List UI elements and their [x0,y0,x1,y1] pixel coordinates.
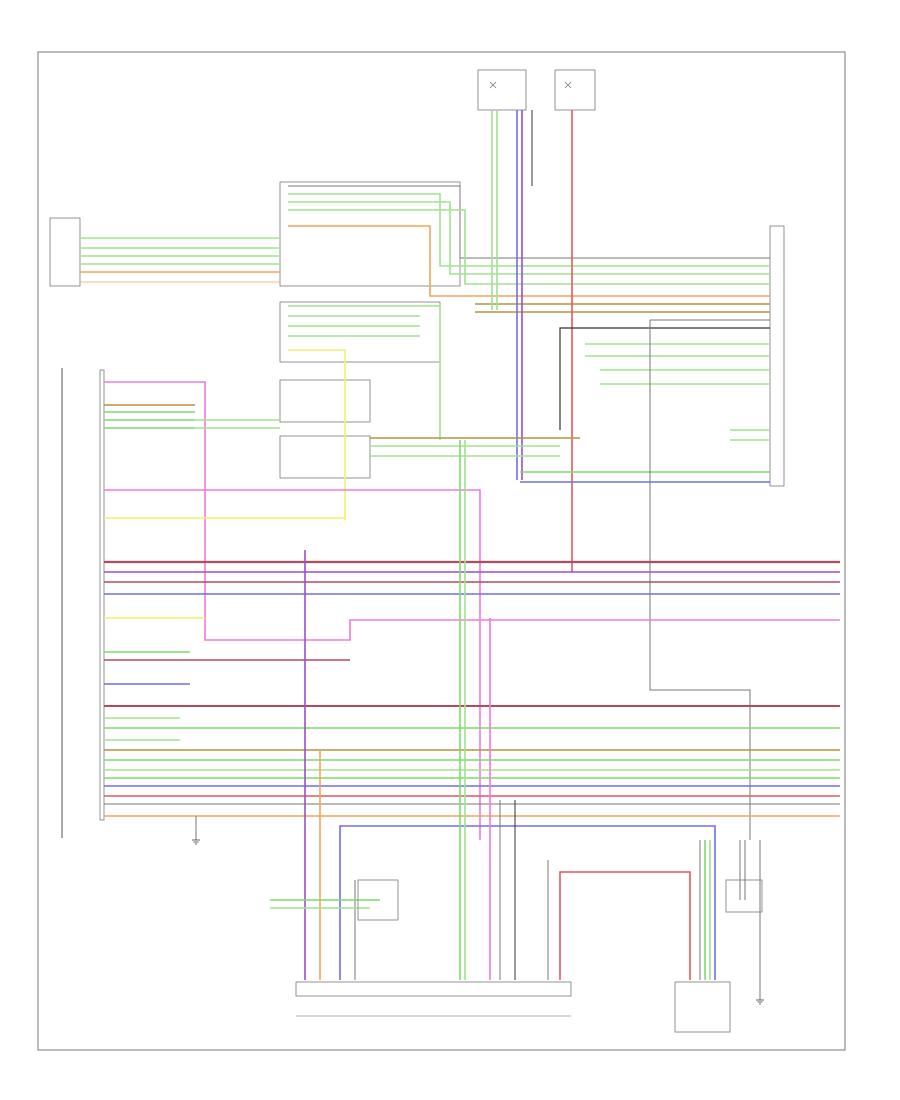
left-connector [49,217,81,287]
bottom-left-connector [295,981,572,1017]
switch-icon [489,81,497,89]
top-component-1 [477,69,527,111]
diagram-frame [37,51,846,1051]
ground-symbol-1 [192,839,200,845]
wire [288,201,770,275]
wire [288,225,770,297]
switch-icon [564,81,572,89]
bottom-right-connector-box [725,879,763,913]
ground-icon [756,999,764,1005]
right-side-component [357,879,399,921]
main-unit-pin-strip [99,369,105,821]
top-component-1-box [477,69,527,111]
wire [104,489,481,840]
ground-symbol-2 [756,999,764,1005]
bottom-left-connector-box [295,981,572,997]
wire [649,320,751,840]
top-component-2-box [554,69,596,111]
left-connector-box [49,217,81,287]
junction-box-2 [279,301,441,363]
wires-top [80,110,770,840]
wire [288,185,770,259]
junction-box-4 [279,435,371,479]
wire [288,305,441,440]
wire [104,381,840,641]
main-unit [61,368,105,838]
bottom-right-connector [725,879,763,913]
top-component-2 [554,69,596,111]
junction-box-3 [279,379,371,423]
ground-icon [192,839,200,845]
right-connector-upper-box [769,225,785,487]
wires-main [104,381,840,1000]
wire [559,327,770,430]
wire [585,344,770,440]
wire [288,193,770,267]
wire [288,349,346,520]
wire [339,825,716,980]
bottom-center-connector [674,981,731,1033]
bottom-center-connector-box [674,981,731,1033]
wire [288,209,770,285]
right-connector-upper [769,225,785,487]
right-side-component-box [357,879,399,921]
junction-box-1 [279,181,461,287]
wire [559,871,691,980]
